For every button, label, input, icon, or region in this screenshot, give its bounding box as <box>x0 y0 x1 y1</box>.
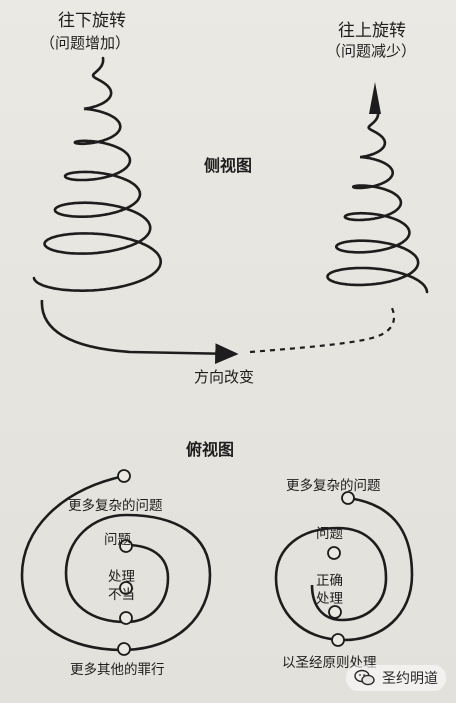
left-helix-path <box>32 56 162 292</box>
right-node-bottom <box>331 633 345 647</box>
left-center-line2: 不当 <box>108 587 135 603</box>
direction-change-line <box>40 299 239 365</box>
left-top-spiral <box>20 474 212 652</box>
left-center-label: 处理 不当 <box>108 568 135 604</box>
direction-change-dashed-line <box>249 303 395 354</box>
left-bottom-label: 更多其他的罪行 <box>70 662 165 678</box>
right-node-center <box>328 605 342 619</box>
right-top-spiral <box>274 496 414 642</box>
right-center-line2: 处理 <box>316 591 343 607</box>
direction-change-label: 方向改变 <box>194 368 255 386</box>
left-side-spiral <box>32 56 162 292</box>
watermark: 圣约明道 <box>346 665 446 691</box>
left-inner-label: 问题 <box>104 532 131 548</box>
left-spiral-subtitle: （问题增加） <box>40 34 131 52</box>
right-helix-path <box>326 110 429 294</box>
left-spiral-title: 往下旋转 <box>58 11 126 31</box>
top-view-heading: 俯视图 <box>186 440 235 459</box>
right-outer-label: 更多复杂的问题 <box>286 478 381 494</box>
wechat-icon <box>354 669 376 687</box>
left-node-outer <box>117 469 131 483</box>
right-center-label: 正确 处理 <box>316 572 343 608</box>
left-center-line1: 处理 <box>108 569 135 585</box>
right-inner-label: 问题 <box>316 526 343 542</box>
right-side-spiral <box>326 110 429 294</box>
right-spiral-title: 往上旋转 <box>338 21 406 41</box>
right-node-outer <box>341 491 355 505</box>
right-center-line1: 正确 <box>316 573 343 589</box>
left-node-bottom <box>117 642 131 656</box>
left-node-center <box>119 581 133 595</box>
watermark-text: 圣约明道 <box>382 671 438 687</box>
left-node-mid <box>119 611 133 625</box>
right-spiral-subtitle: （问题减少） <box>326 42 417 60</box>
left-outer-label: 更多复杂的问题 <box>68 498 163 514</box>
side-view-heading: 侧视图 <box>204 156 253 175</box>
up-arrow-icon <box>369 82 381 114</box>
left-node-inner <box>119 539 133 553</box>
right-node-inner <box>327 546 341 560</box>
